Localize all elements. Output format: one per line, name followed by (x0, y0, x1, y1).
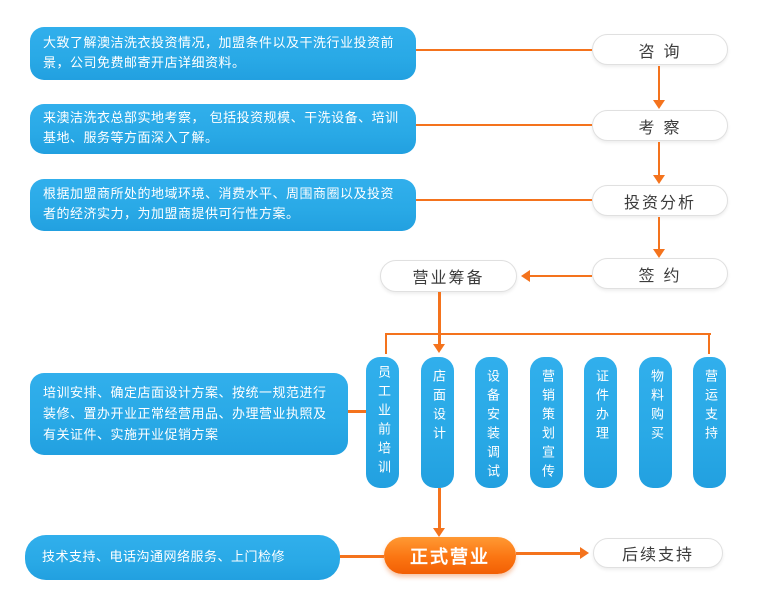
desc-block-prepare-text: 培训安排、确定店面设计方案、按统一规范进行装修、置办开业正常经营用品、办理营业执… (43, 385, 327, 443)
connector-inspect-analysis-line (658, 142, 660, 175)
step-pill-prepare: 营业筹备 (380, 260, 517, 292)
step-pill-analysis: 投资分析 (592, 185, 728, 216)
prep-column-equipment-install-label: 设备安装调试 (484, 369, 499, 483)
desc-block-inspect: 来澳洁洗衣总部实地考察， 包括投资规模、干洗设备、培训基地、服务等方面深入了解。 (30, 104, 416, 154)
arrow-down-icon (653, 249, 665, 258)
step-pill-followup-label: 后续支持 (621, 545, 694, 564)
prep-column-materials-label: 物料购买 (648, 369, 663, 445)
connector-consult-inspect-line (658, 66, 660, 100)
prep-column-store-design: 店面设计 (421, 357, 454, 488)
desc-block-prepare: 培训安排、确定店面设计方案、按统一规范进行装修、置办开业正常经营用品、办理营业执… (30, 373, 348, 455)
prep-column-staff-training: 员工业前培训 (366, 357, 399, 488)
prep-column-operation-support: 营运支持 (693, 357, 726, 488)
desc-block-consult-text: 大致了解澳洁洗衣投资情况，加盟条件以及干洗行业投资前景，公司免费邮寄开店详细资料… (43, 35, 395, 71)
arrow-down-icon (653, 100, 665, 109)
arrow-down-icon (433, 528, 445, 537)
desc-block-inspect-text: 来澳洁洗衣总部实地考察， 包括投资规模、干洗设备、培训基地、服务等方面深入了解。 (43, 111, 399, 146)
desc-block-analysis-text: 根据加盟商所处的地域环境、消费水平、周围商圈以及投资者的经济实力，为加盟商提供可… (43, 187, 395, 222)
connector-prep-drop-right (708, 333, 710, 354)
connector-aftersale-line (340, 555, 384, 558)
connector-prep-drop-left (385, 333, 387, 354)
step-pill-prepare-label: 营业筹备 (412, 268, 485, 287)
step-pill-followup: 后续支持 (593, 538, 723, 568)
connector-prep-crossbar (385, 333, 711, 335)
arrow-right-icon (580, 547, 589, 559)
cta-open-for-business-label: 正式营业 (410, 546, 490, 568)
desc-block-consult: 大致了解澳洁洗衣投资情况，加盟条件以及干洗行业投资前景，公司免费邮寄开店详细资料… (30, 27, 416, 80)
prep-column-license-label: 证件办理 (593, 369, 608, 445)
connector-open-followup-line (516, 552, 581, 555)
connector-sign-prepare-line (530, 275, 592, 277)
arrow-down-icon (653, 175, 665, 184)
connector-prepare-down-line (438, 292, 441, 345)
prep-column-marketing: 营销策划宣传 (530, 357, 563, 488)
arrow-down-icon (433, 344, 445, 353)
step-pill-analysis-label: 投资分析 (623, 192, 696, 212)
step-pill-consult: 咨 询 (592, 34, 728, 65)
step-pill-sign-label: 签 约 (638, 265, 682, 285)
desc-block-analysis: 根据加盟商所处的地域环境、消费水平、周围商圈以及投资者的经济实力，为加盟商提供可… (30, 179, 416, 231)
connector-analysis-sign-line (658, 217, 660, 249)
connector-training-line (348, 410, 366, 413)
step-pill-consult-label: 咨 询 (638, 41, 682, 61)
step-pill-inspect-label: 考 察 (638, 117, 682, 137)
prep-column-marketing-label: 营销策划宣传 (539, 369, 554, 483)
connector-inspect-line (416, 124, 592, 126)
prep-column-staff-training-label: 员工业前培训 (375, 365, 390, 479)
prep-column-equipment-install: 设备安装调试 (475, 357, 508, 488)
desc-block-aftersale: 技术支持、电话沟通网络服务、上门检修 (25, 535, 340, 580)
connector-column-open-line (438, 488, 441, 529)
desc-block-aftersale-text: 技术支持、电话沟通网络服务、上门检修 (42, 549, 286, 565)
connector-consult-line (416, 49, 592, 51)
connector-analysis-line (416, 199, 592, 201)
step-pill-inspect: 考 察 (592, 110, 728, 141)
prep-column-license: 证件办理 (584, 357, 617, 488)
step-pill-sign: 签 约 (592, 258, 728, 289)
prep-column-materials: 物料购买 (639, 357, 672, 488)
prep-column-store-design-label: 店面设计 (430, 369, 445, 445)
prep-column-operation-support-label: 营运支持 (702, 369, 717, 445)
arrow-left-icon (521, 270, 530, 282)
cta-open-for-business: 正式营业 (384, 537, 516, 574)
